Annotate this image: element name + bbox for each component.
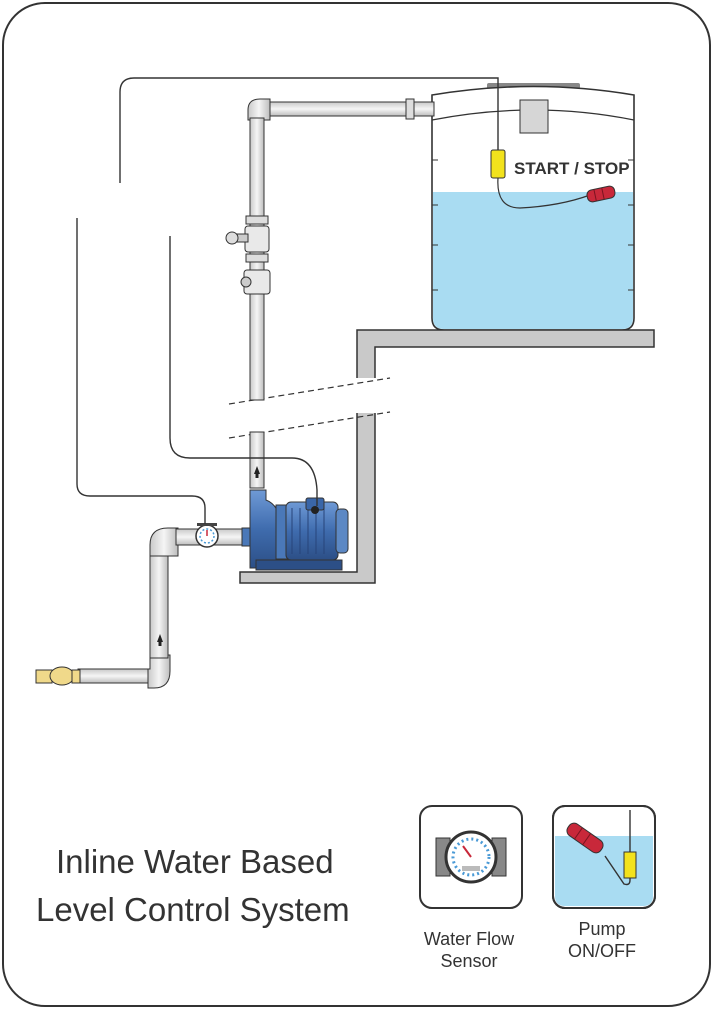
control-wires [76,77,499,524]
title-line-2: Level Control System [36,891,350,928]
flow-sensor-label-line2: Sensor [440,951,498,971]
water-tank [431,83,635,331]
inline-flow-sensor [195,523,219,548]
tank-start-stop-label: START / STOP [514,159,630,178]
pump-switch-label: Pump ON/OFF [547,918,657,962]
pump-switch-label-line1: Pump [578,919,626,939]
flow-meter-icon [419,805,523,909]
title-line-1: Inline Water Based [56,843,334,880]
float-switch-icon [552,805,656,909]
flow-sensor-label-line1: Water Flow [423,929,515,949]
concrete-structure [239,329,655,584]
pump-switch-label-line2: ON/OFF [568,941,636,961]
flow-sensor-label: Water Flow Sensor [404,928,534,972]
centrifugal-pump [241,489,349,571]
tank-float-switch [490,149,616,209]
discharge-pipe [225,98,435,489]
